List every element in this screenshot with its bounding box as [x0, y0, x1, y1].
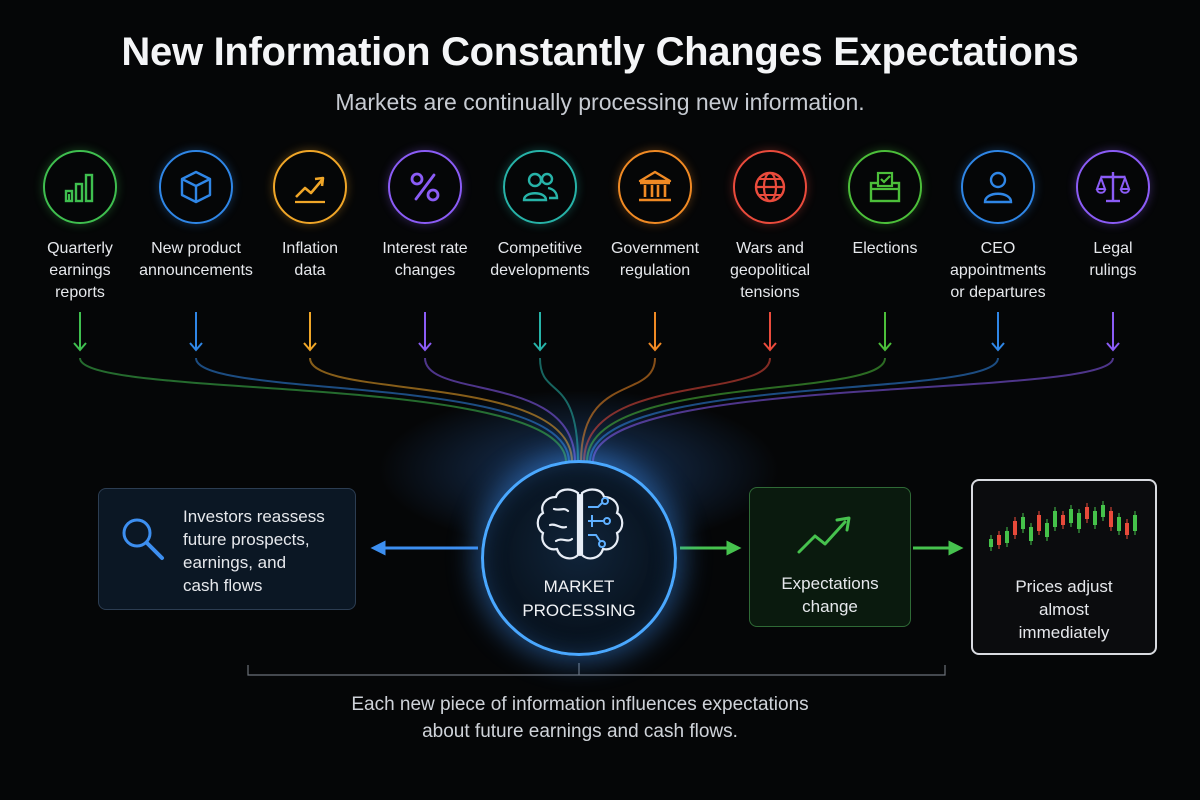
down-arrow: [418, 312, 432, 352]
flow-curve: [589, 357, 999, 463]
flow-curve: [309, 357, 573, 463]
people-icon: [503, 150, 577, 224]
info-source-5: Competitive developments: [470, 150, 610, 282]
market-processing-hub: MARKET PROCESSING: [481, 460, 677, 656]
down-arrow: [73, 312, 87, 352]
flow-curve: [580, 357, 656, 463]
percent-icon: [388, 150, 462, 224]
info-source-10: Legal rulings: [1043, 150, 1183, 282]
flow-curve: [592, 357, 1114, 463]
info-source-label: Quarterly earnings reports: [47, 240, 113, 301]
investors-reassess-box: Investors reassess future prospects, ear…: [98, 488, 356, 610]
government-building-icon: [618, 150, 692, 224]
hub-label: MARKET PROCESSING: [522, 577, 636, 620]
product-box-icon: [159, 150, 233, 224]
down-arrow: [763, 312, 777, 352]
trend-up-icon: [797, 516, 851, 554]
info-source-6: Government regulation: [585, 150, 725, 282]
info-source-label: Elections: [852, 240, 918, 257]
down-arrow: [1106, 312, 1120, 352]
info-source-1: Quarterly earnings reports: [10, 150, 150, 304]
down-arrow: [189, 312, 203, 352]
info-source-label: Interest rate changes: [382, 240, 468, 279]
info-source-label: Inflation data: [281, 240, 339, 279]
ballot-box-icon: [848, 150, 922, 224]
page-subtitle: Markets are continually processing new i…: [335, 89, 865, 115]
info-source-label: Wars and geopolitical tensions: [729, 240, 811, 301]
down-arrow: [648, 312, 662, 352]
investors-box-text: Investors reassess future prospects, ear…: [183, 507, 325, 595]
flow-curve: [424, 357, 576, 463]
info-source-3: Inflation data: [240, 150, 380, 282]
info-source-label: Government regulation: [610, 240, 700, 279]
info-source-9: CEO appointments or departures: [928, 150, 1068, 304]
down-arrow: [991, 312, 1005, 352]
expectations-box-text: Expectations change: [781, 574, 879, 616]
person-icon: [961, 150, 1035, 224]
info-source-4: Interest rate changes: [355, 150, 495, 282]
prices-adjust-box: Prices adjust almost immediately: [971, 479, 1157, 655]
flow-curve: [79, 357, 567, 463]
candlestick-chart-icon: [989, 501, 1137, 551]
info-source-label: Competitive developments: [490, 240, 590, 279]
prices-box-text: Prices adjust almost immediately: [1015, 577, 1113, 642]
bar-chart-icon: [43, 150, 117, 224]
down-arrow: [878, 312, 892, 352]
info-source-7: Wars and geopolitical tensions: [700, 150, 840, 304]
info-source-8: Elections: [815, 150, 955, 260]
info-source-label: Legal rulings: [1089, 240, 1137, 279]
page-title: New Information Constantly Changes Expec…: [121, 30, 1079, 74]
trend-up-icon: [273, 150, 347, 224]
flow-curve: [539, 357, 579, 463]
flow-curve: [586, 357, 886, 463]
expectations-change-box: Expectations change: [749, 487, 911, 627]
brain-icon: [536, 488, 624, 560]
flow-curve: [195, 357, 570, 463]
scales-icon: [1076, 150, 1150, 224]
down-arrow: [533, 312, 547, 352]
down-arrow: [303, 312, 317, 352]
caption-bracket: [247, 663, 946, 676]
source-flow-lines: [73, 312, 1120, 463]
info-source-label: CEO appointments or departures: [949, 240, 1047, 301]
info-source-label: New product announcements: [139, 240, 253, 279]
summary-caption: Each new piece of information influences…: [351, 694, 809, 742]
magnifier-icon: [122, 518, 164, 560]
globe-icon: [733, 150, 807, 224]
flow-curve: [583, 357, 771, 463]
info-source-2: New product announcements: [126, 150, 266, 282]
